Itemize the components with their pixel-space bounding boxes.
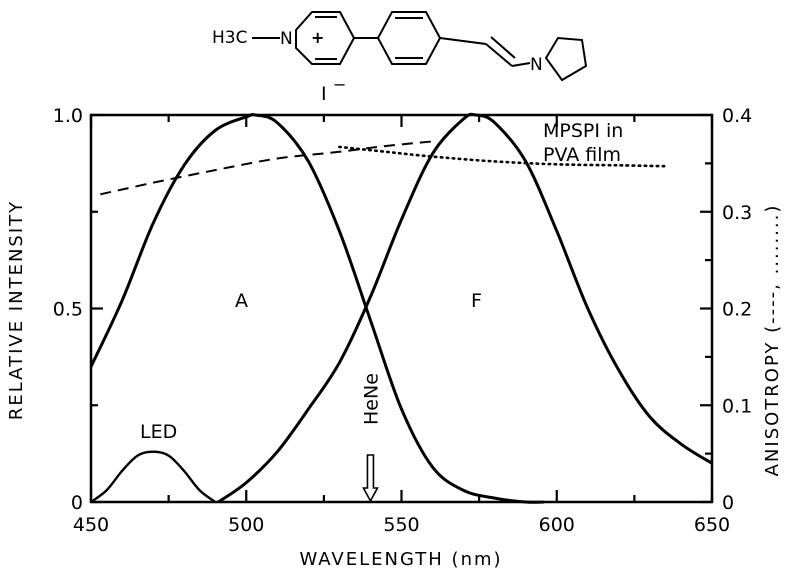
phenyl-ring	[376, 11, 442, 65]
x-tick-label: 450	[73, 514, 109, 536]
plot-frame	[89, 113, 714, 504]
x-tick-label: 550	[383, 514, 419, 536]
vinyl-bond-2	[485, 43, 513, 67]
pyridinium-ring	[295, 11, 356, 65]
led-label: LED	[140, 421, 177, 443]
right-axis-ticks: 0 0.1 0.2 0.3 0.4	[700, 105, 752, 514]
fluorescence-label: F	[471, 290, 482, 312]
left-axis-ticks: 0 0.5 1.0	[53, 105, 103, 514]
iodide-charge-label: −	[333, 75, 346, 94]
series-a-curve	[89, 113, 545, 504]
pyrrolidine-nitrogen-label: N	[530, 55, 543, 75]
right-tick-label: 0.3	[722, 202, 752, 224]
left-axis-title: RELATIVE INTENSITY	[6, 200, 27, 420]
pyridinium-nitrogen-label: N	[280, 29, 293, 49]
left-tick-label: 0.5	[53, 299, 83, 321]
x-axis-title: WAVELENGTH (nm)	[299, 549, 502, 570]
right-axis-title: ANISOTROPY (----, ........)	[762, 204, 783, 477]
left-tick-label: 0	[71, 492, 83, 514]
vinyl-bond-3	[511, 62, 531, 67]
methyl-group-label: H3C	[212, 28, 247, 48]
vinyl-bond-1	[439, 37, 487, 45]
pyrrolidine-ring	[544, 36, 588, 82]
x-tick-label: 500	[228, 514, 264, 536]
right-tick-label: 0.4	[722, 105, 752, 127]
absorption-label: A	[235, 290, 248, 312]
left-tick-label: 1.0	[53, 105, 83, 127]
series-f-curve	[217, 112, 713, 504]
anisotropy-dashed-curve	[100, 140, 436, 196]
hene-label: HeNe	[360, 373, 382, 425]
anisotropy-dotted-curve	[338, 145, 670, 168]
sample-label-line2: PVA film	[543, 144, 621, 166]
positive-charge-label: +	[311, 28, 324, 47]
molecule-structure: H3C N + N I −	[212, 11, 588, 105]
series-curves	[89, 112, 713, 504]
iodide-counterion-label: I	[321, 83, 327, 105]
sample-label-line1: MPSPI in	[543, 120, 623, 142]
hene-arrow-icon	[362, 454, 379, 503]
right-tick-label: 0	[722, 492, 734, 514]
x-tick-label: 600	[539, 514, 575, 536]
right-tick-label: 0.2	[722, 299, 752, 321]
series-led-curve	[90, 450, 216, 503]
x-tick-label: 650	[694, 514, 730, 536]
right-tick-label: 0.1	[722, 395, 752, 417]
hene-laser-marker: HeNe	[360, 373, 382, 503]
